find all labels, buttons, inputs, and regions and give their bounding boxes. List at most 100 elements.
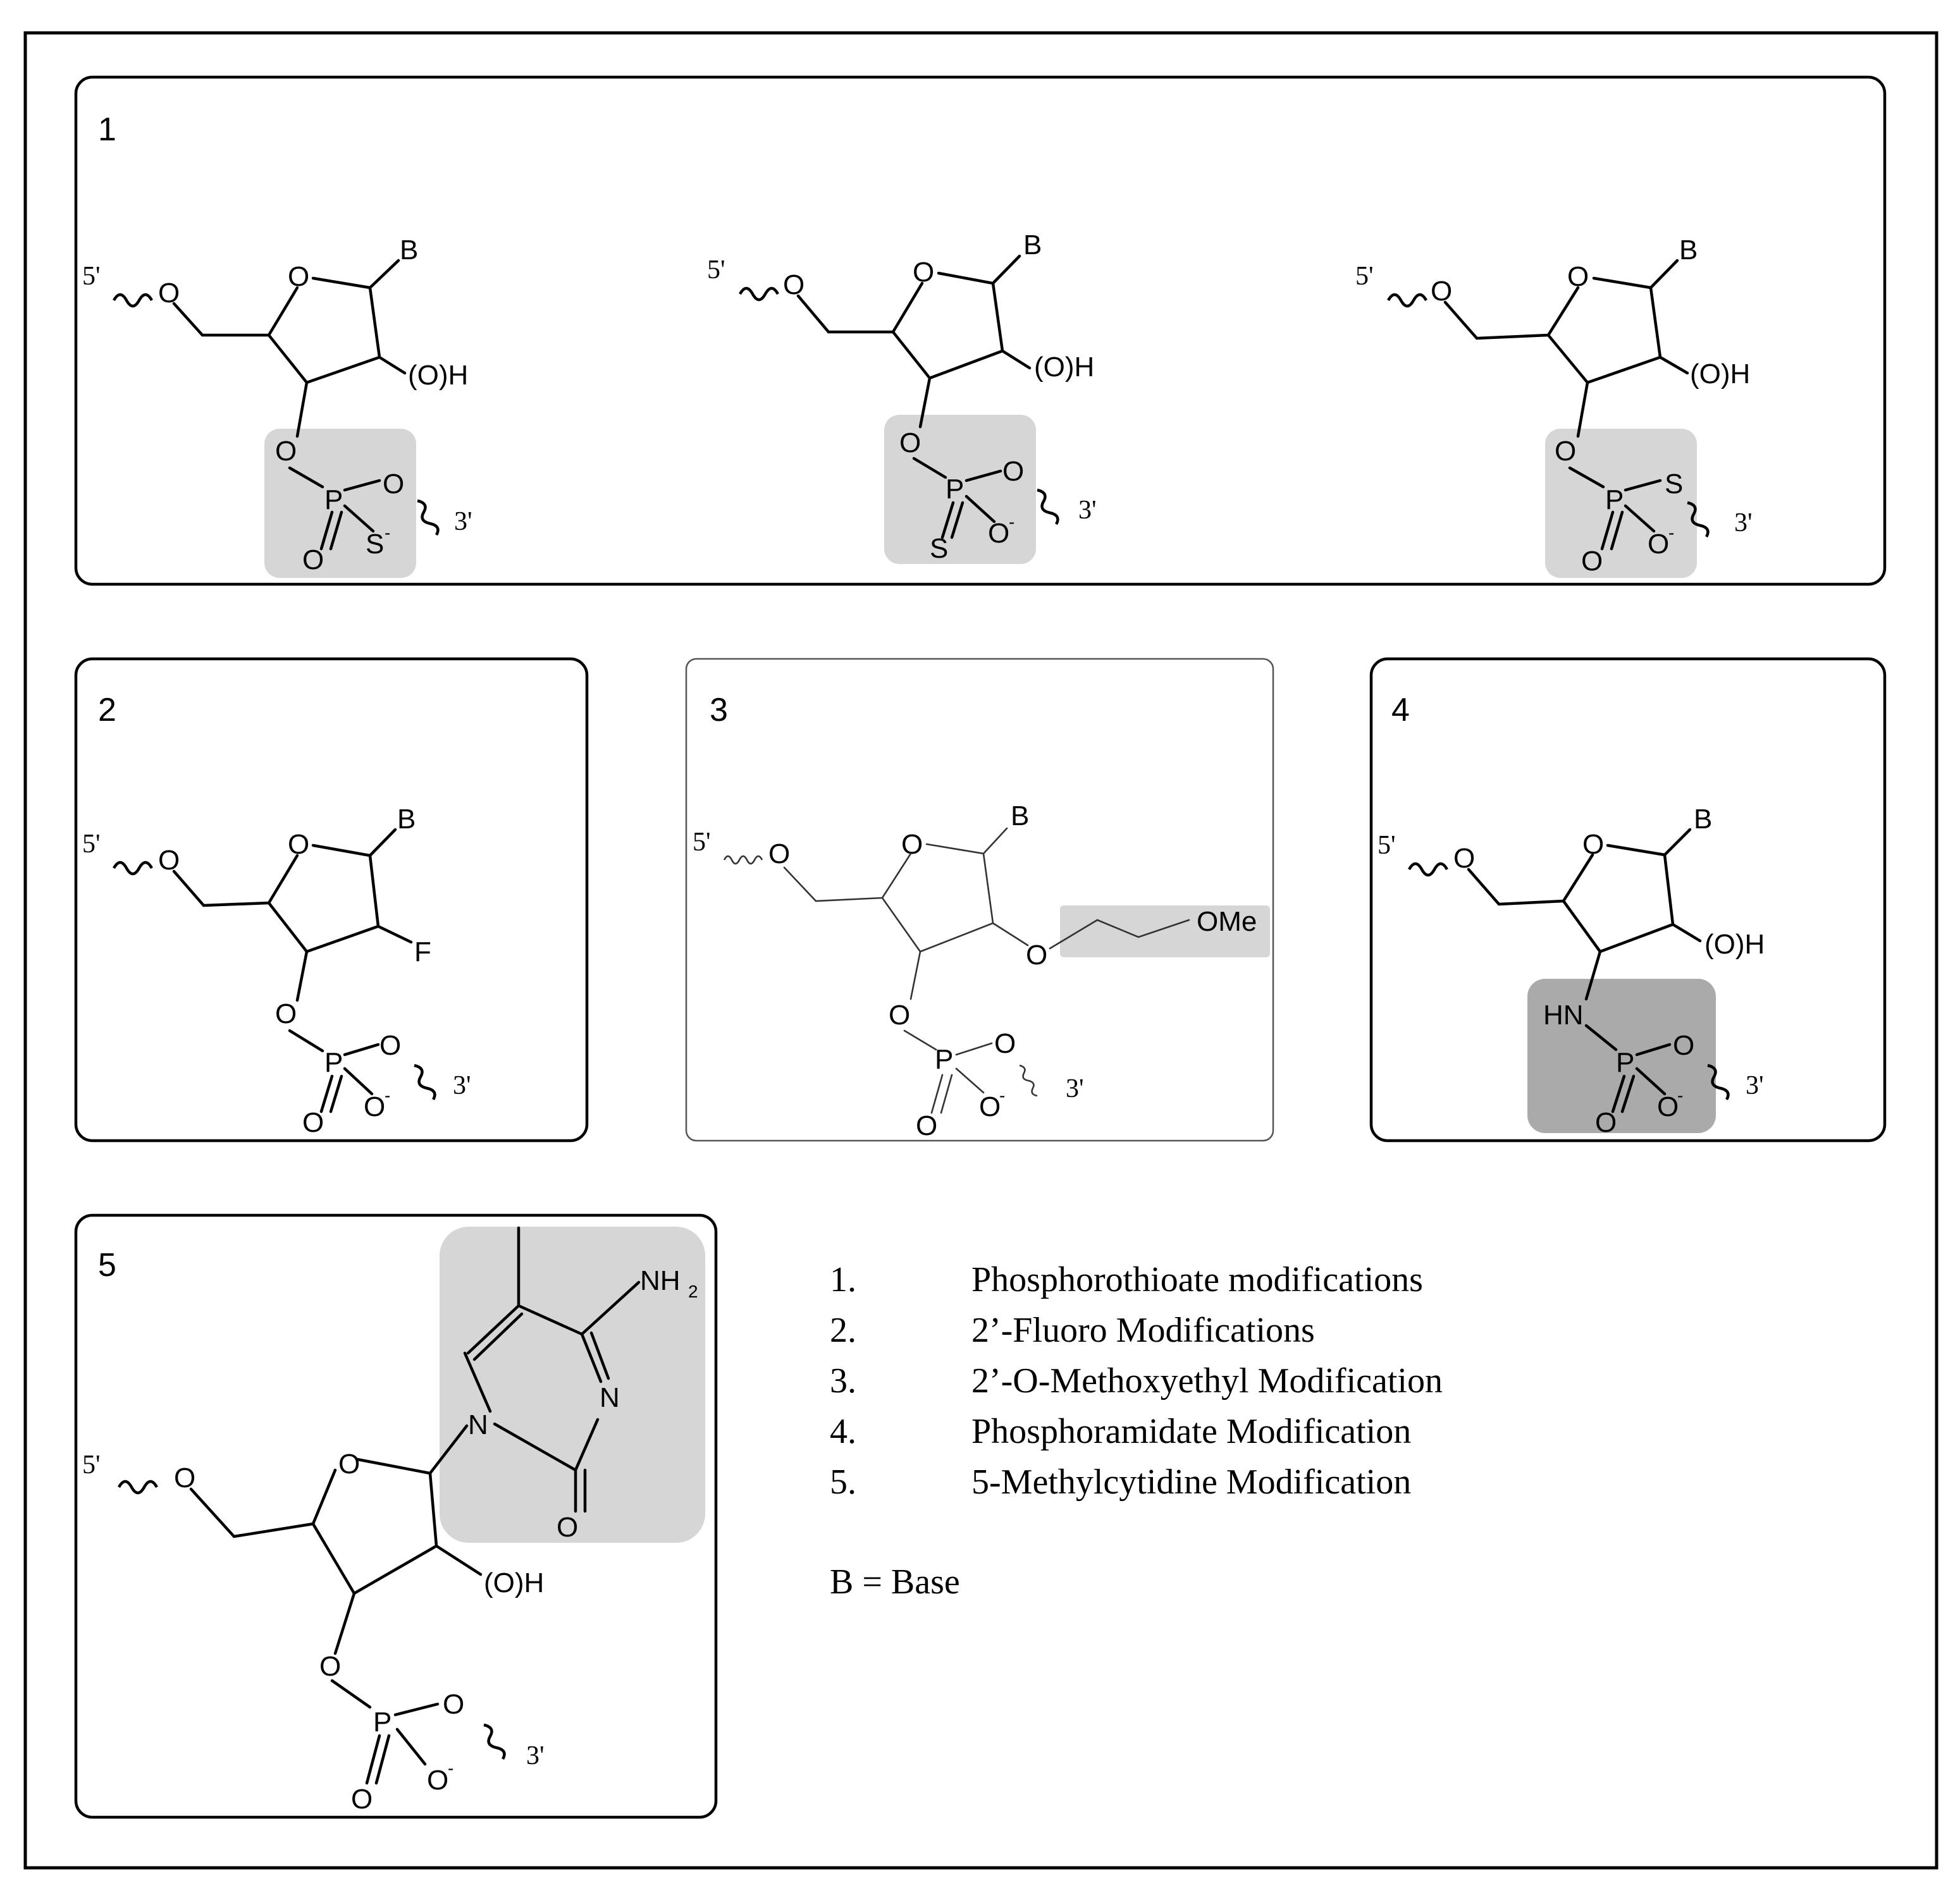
panel-4: 4 5' O O B (O)H HN P O O O - 3' — [1369, 657, 1887, 1143]
bonds — [172, 828, 413, 1113]
atom-o-bridge: O — [443, 1689, 464, 1720]
legend-item-1-text: Phosphorothioate modifications — [971, 1260, 1423, 1299]
panel-3-number: 3 — [710, 692, 728, 728]
legend-item-1-number: 1. — [830, 1260, 856, 1299]
atom-base: B — [400, 235, 418, 266]
atom-o-minus: O — [1657, 1091, 1679, 1122]
label-5prime: 5' — [82, 262, 101, 291]
structure-1c: 5' O O B (O)H O P S O O - 3' — [1355, 235, 1753, 578]
wavy-bond — [723, 855, 763, 865]
wavy-bond — [739, 286, 779, 302]
atom-o3: O — [275, 436, 297, 467]
panel-2-frame — [74, 657, 589, 1143]
label-5prime: 5' — [82, 830, 101, 859]
panel-2: 2 5' O O B F O P O O O - 3' — [74, 657, 589, 1143]
atom-p: P — [1605, 484, 1624, 515]
charge-minus: - — [999, 1086, 1005, 1105]
atom-nh2: NH — [640, 1265, 681, 1296]
label-5prime: 5' — [693, 828, 711, 857]
atom-base: B — [1011, 800, 1029, 831]
atom-nh2-subscript: 2 — [688, 1282, 698, 1301]
atom-o3: O — [889, 1000, 910, 1031]
bonds — [189, 1226, 641, 1785]
atom-o-bridge: O — [994, 1028, 1016, 1059]
atom-o-bridge: O — [383, 469, 404, 500]
label-3prime: 3' — [1734, 508, 1753, 537]
wavy-bond — [1687, 501, 1710, 538]
label-5prime: 5' — [1355, 262, 1374, 291]
charge-minus: - — [385, 1086, 390, 1105]
atom-ring-o: O — [288, 261, 309, 292]
atom-o5: O — [783, 269, 804, 300]
panel-4-number: 4 — [1391, 692, 1410, 728]
legend-item-4-text: Phosphoramidate Modification — [971, 1412, 1411, 1451]
atom-o3: O — [899, 427, 921, 458]
atom-base: B — [1023, 230, 1042, 261]
highlight-4 — [1527, 979, 1716, 1133]
legend-item-5-number: 5. — [830, 1463, 856, 1502]
charge-minus: - — [385, 523, 390, 543]
atom-o5: O — [1431, 276, 1452, 307]
atom-o-double: O — [1581, 546, 1603, 577]
atom-base: B — [1679, 235, 1698, 266]
panel-1: 1 5' O O B (O)H O P O O S - 3' 5' O O — [74, 75, 1887, 586]
wavy-bond — [483, 1723, 506, 1760]
label-5prime: 5' — [707, 255, 725, 285]
atom-o5: O — [1453, 843, 1475, 874]
charge-minus: - — [448, 1758, 453, 1778]
wavy-bond — [118, 1480, 158, 1495]
wavy-bond — [113, 293, 153, 308]
label-5prime: 5' — [1378, 831, 1396, 860]
atom-hydroxyl: (O)H — [484, 1567, 544, 1598]
atom-o-minus: O — [988, 518, 1009, 549]
bonds — [1467, 828, 1702, 1113]
highlight-5 — [440, 1227, 705, 1543]
atom-fluoro: F — [414, 936, 431, 967]
charge-minus: - — [1677, 1086, 1683, 1105]
atom-o-minus: O — [979, 1091, 1001, 1122]
atom-p: P — [946, 474, 964, 505]
label-3prime: 3' — [1078, 496, 1097, 525]
atom-o-bridge: O — [379, 1030, 401, 1061]
panel-5-frame — [74, 1213, 718, 1819]
highlight-1a — [264, 429, 416, 578]
atom-o5: O — [768, 838, 790, 869]
bonds — [172, 259, 407, 551]
legend-item-2-number: 2. — [830, 1311, 856, 1350]
atom-o3: O — [319, 1651, 341, 1682]
atom-ring-o: O — [913, 257, 934, 288]
atom-hydroxyl: (O)H — [408, 360, 468, 391]
atom-hydroxyl: (O)H — [1704, 929, 1765, 960]
panel-2-number: 2 — [98, 692, 116, 728]
atom-o-bridge: O — [1002, 456, 1024, 487]
atom-hn: HN — [1543, 1000, 1584, 1031]
atom-base: B — [397, 804, 416, 835]
legend-item-3-text: 2’-O-Methoxyethyl Modification — [971, 1361, 1443, 1401]
atom-o-double: O — [351, 1784, 373, 1815]
panel-3: 3 5' O O B O OMe O P O O O - 3' — [685, 658, 1274, 1142]
panel-1-number: 1 — [98, 111, 116, 148]
panel-3-frame — [685, 658, 1274, 1142]
atom-o-bridge: O — [1673, 1030, 1694, 1061]
atom-n3: N — [600, 1382, 620, 1413]
wavy-bond — [1019, 1064, 1038, 1097]
wavy-bond — [1387, 293, 1427, 308]
atom-p: P — [1616, 1047, 1634, 1078]
atom-base: B — [1694, 804, 1712, 835]
label-3prime: 3' — [1066, 1074, 1084, 1103]
legend-item-5-text: 5-Methylcytidine Modification — [971, 1463, 1411, 1502]
wavy-bond — [414, 1064, 436, 1101]
atom-o-double: O — [916, 1110, 937, 1141]
atom-o2: O — [1026, 940, 1047, 971]
legend: 1. Phosphorothioate modifications 2. 2’-… — [830, 1260, 1443, 1602]
wavy-bond — [1707, 1064, 1730, 1101]
bonds — [796, 254, 1032, 539]
bonds — [1443, 259, 1689, 551]
highlight-1c — [1545, 429, 1697, 578]
bonds — [783, 827, 1190, 1114]
legend-item-3-number: 3. — [830, 1361, 856, 1401]
atom-o3: O — [275, 998, 297, 1029]
wavy-bond — [1037, 488, 1059, 525]
atom-n1: N — [468, 1409, 488, 1440]
